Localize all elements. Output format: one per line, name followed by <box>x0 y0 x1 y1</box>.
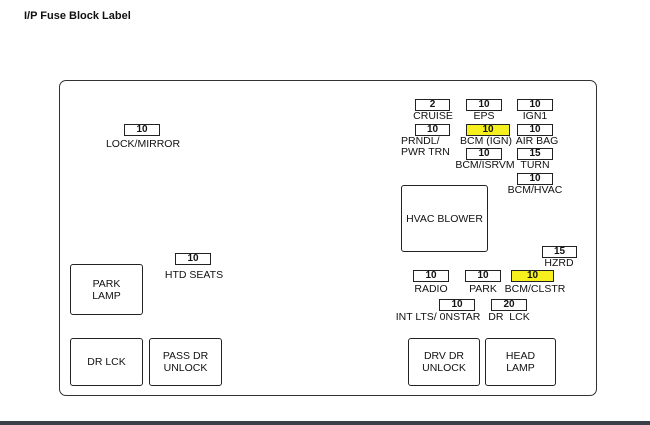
relay-pass-dr-unlock: PASS DR UNLOCK <box>149 338 222 386</box>
relay-park-lamp-label: PARK LAMP <box>92 277 121 302</box>
fuse-radio: 10 <box>413 270 449 282</box>
fuse-turn: 15 <box>517 148 553 160</box>
fuse-htd-seats: 10 <box>175 253 211 265</box>
label-bcm-clstr: BCM/CLSTR <box>504 283 566 295</box>
label-radio: RADIO <box>414 283 448 295</box>
label-bcm-hvac: BCM/HVAC <box>507 184 563 196</box>
label-prndl: PRNDL/ PWR TRN <box>401 135 450 158</box>
label-dr-lck: DR LCK <box>488 311 530 323</box>
fuse-air-bag: 10 <box>517 124 553 136</box>
label-bcm-isrvm: BCM/ISRVM <box>455 159 515 171</box>
label-turn: TURN <box>520 159 550 171</box>
fuse-prndl: 10 <box>415 124 450 136</box>
page-title: I/P Fuse Block Label <box>24 10 131 22</box>
fuse-park: 10 <box>465 270 501 282</box>
relay-head-lamp: HEAD LAMP <box>485 338 556 386</box>
fuse-ign1: 10 <box>517 99 553 111</box>
relay-drv-dr-unlock: DRV DR UNLOCK <box>408 338 480 386</box>
relay-pass-dr-unlock-label: PASS DR UNLOCK <box>162 350 209 374</box>
relay-park-lamp: PARK LAMP <box>70 264 143 315</box>
fuse-cruise: 2 <box>415 99 450 111</box>
label-bcm-ign: BCM (IGN) <box>460 135 512 147</box>
label-int-lts: INT LTS/ 0NSTAR <box>395 311 481 323</box>
fuse-block-panel <box>59 80 597 396</box>
fuse-dr-lck: 20 <box>491 299 527 311</box>
fuse-lock-mirror: 10 <box>124 124 160 136</box>
relay-hvac-blower-label: HVAC BLOWER <box>406 212 483 225</box>
relay-dr-lck-label: DR LCK <box>87 356 126 368</box>
label-cruise: CRUISE <box>413 110 453 122</box>
label-air-bag: AIR BAG <box>515 135 559 147</box>
label-lock-mirror: LOCK/MIRROR <box>105 138 181 150</box>
fuse-bcm-isrvm: 10 <box>466 148 502 160</box>
fuse-bcm-clstr: 10 <box>511 270 554 282</box>
fuse-bcm-ign: 10 <box>466 124 510 136</box>
label-htd-seats: HTD SEATS <box>164 269 224 281</box>
fuse-bcm-hvac: 10 <box>517 173 553 185</box>
label-park: PARK <box>469 283 497 295</box>
label-ign1: IGN1 <box>522 110 548 122</box>
relay-hvac-blower: HVAC BLOWER <box>401 185 488 252</box>
fuse-eps: 10 <box>466 99 502 111</box>
relay-dr-lck: DR LCK <box>70 338 143 386</box>
fuse-hzrd: 15 <box>542 246 577 258</box>
label-hzrd: HZRD <box>544 257 574 269</box>
label-eps: EPS <box>473 110 495 122</box>
fuse-int-lts: 10 <box>439 299 475 311</box>
bottom-bar <box>0 421 650 425</box>
relay-head-lamp-label: HEAD LAMP <box>505 350 536 374</box>
relay-drv-dr-unlock-label: DRV DR UNLOCK <box>422 350 466 374</box>
